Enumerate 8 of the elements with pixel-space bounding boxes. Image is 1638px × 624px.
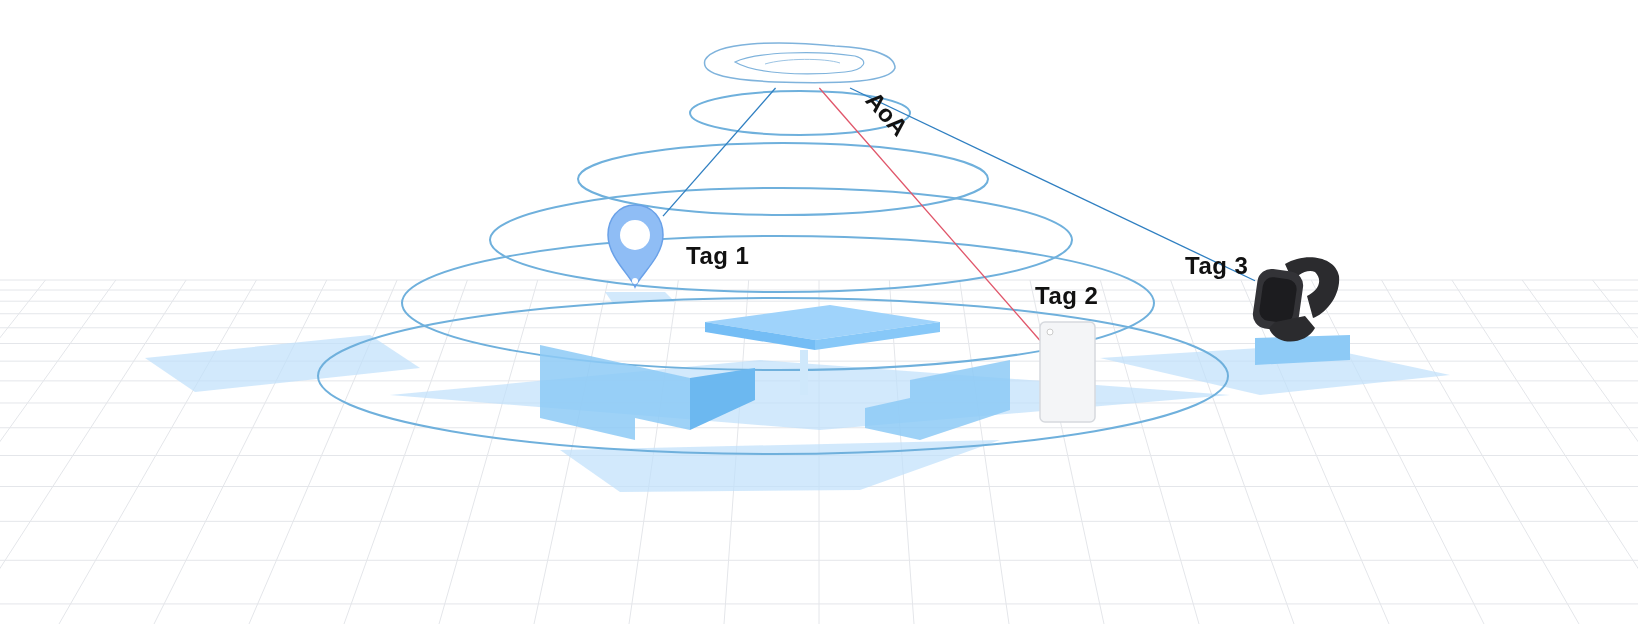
signal-line [849,87,1256,282]
signal-line [662,87,777,217]
signal-line [818,87,1041,342]
pin-tag-drawing [608,205,663,290]
tag-label: Tag 3 [1185,252,1249,280]
tag-label: Tag 1 [686,242,750,270]
card-tag-drawing [1040,322,1095,422]
tag-label: Tag 2 [1035,282,1099,310]
